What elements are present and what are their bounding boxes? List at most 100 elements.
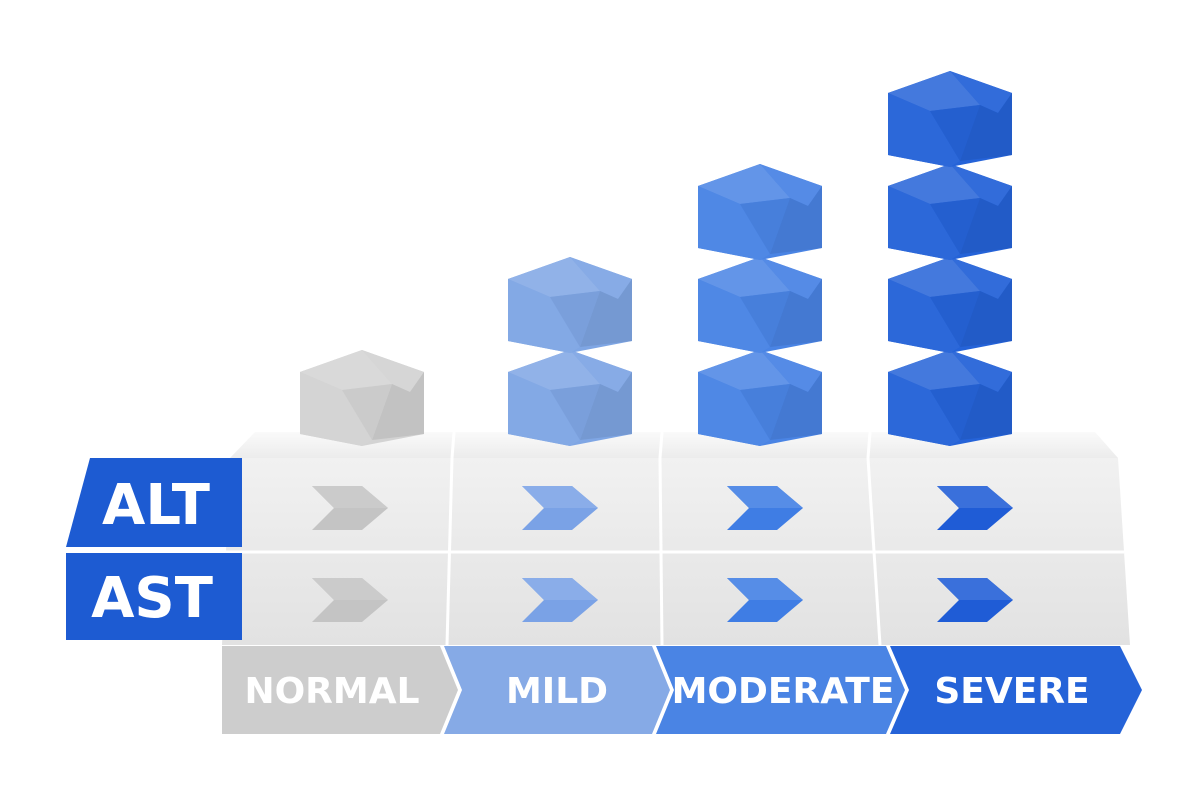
- level-arrow-mild-label: MILD: [506, 671, 608, 712]
- block-severe-4: [888, 71, 1012, 167]
- chevron-ast-normal: [312, 578, 388, 622]
- level-arrow-normal-shape: [222, 646, 458, 734]
- block-facet-center: [740, 384, 790, 440]
- block-facet-top-left: [888, 350, 980, 390]
- column-divider-top-1: [450, 431, 456, 459]
- block-facet-right: [770, 279, 822, 347]
- row-label-ast-bg: [66, 553, 242, 640]
- block-facet-center: [342, 384, 392, 440]
- block-facet-left: [508, 372, 580, 446]
- column-divider-2: [658, 457, 664, 646]
- block-facet-top-right: [570, 257, 632, 299]
- platform: [222, 431, 1130, 646]
- chevron-highlight: [522, 486, 598, 508]
- block-facet-top-left: [698, 350, 790, 390]
- row-labels: ALT AST: [66, 458, 242, 640]
- chevron-highlight: [937, 578, 1013, 600]
- block-facet-right: [580, 279, 632, 347]
- block-facet-left: [300, 372, 372, 446]
- block-facet-center: [550, 384, 600, 440]
- block-mild-1: [508, 350, 632, 446]
- column-divider-top-3: [866, 431, 872, 459]
- block-facet-top-left: [888, 71, 980, 111]
- block-facet-right: [960, 186, 1012, 254]
- level-arrow-severe-label: SEVERE: [934, 671, 1089, 712]
- level-arrow-moderate-label: MODERATE: [672, 671, 895, 712]
- block-facet-top-left: [300, 350, 392, 390]
- block-facet-right: [960, 93, 1012, 161]
- block-facet-top-right: [760, 350, 822, 392]
- stack-mild: [508, 257, 632, 446]
- block-facet-top-left: [888, 257, 980, 297]
- level-arrow-severe-shape: [890, 646, 1142, 734]
- block-facet-top-left: [698, 257, 790, 297]
- block-facet-center: [930, 105, 980, 161]
- block-facet-top-right: [950, 164, 1012, 206]
- row-label-alt-bg: [66, 458, 242, 547]
- chevron-ast-mild: [522, 578, 598, 622]
- chevron-alt-moderate: [727, 486, 803, 530]
- chevron-highlight: [312, 578, 388, 600]
- block-facet-left: [508, 279, 580, 353]
- chevron-highlight: [312, 486, 388, 508]
- block-severe-2: [888, 257, 1012, 353]
- chevron-highlight: [727, 486, 803, 508]
- block-facet-left: [698, 372, 770, 446]
- row-label-alt: ALT: [66, 458, 242, 547]
- row-label-alt-text: ALT: [102, 473, 210, 538]
- block-facet-right: [960, 372, 1012, 440]
- chevron-ast-moderate: [727, 578, 803, 622]
- block-facet-top-left: [508, 350, 600, 390]
- block-facet-right: [770, 186, 822, 254]
- stack-normal: [300, 350, 424, 446]
- block-facet-top-right: [760, 257, 822, 299]
- stack-moderate: [698, 164, 822, 446]
- block-facet-right: [372, 372, 424, 440]
- column-divider-1: [445, 457, 454, 646]
- block-mild-2: [508, 257, 632, 353]
- block-facet-top-right: [362, 350, 424, 392]
- block-facet-left: [888, 279, 960, 353]
- block-facet-left: [698, 279, 770, 353]
- block-stacks: [300, 71, 1012, 446]
- block-facet-right: [580, 372, 632, 440]
- block-facet-top-left: [888, 164, 980, 204]
- row-label-ast: AST: [66, 553, 242, 640]
- block-facet-right: [960, 279, 1012, 347]
- level-arrow-moderate: MODERATE: [656, 646, 905, 734]
- block-facet-top-right: [570, 350, 632, 392]
- block-facet-top-right: [950, 350, 1012, 392]
- block-facet-top-left: [508, 257, 600, 297]
- block-facet-top-right: [950, 71, 1012, 113]
- platform-column-dividers: [445, 431, 882, 646]
- block-facet-top-left: [698, 164, 790, 204]
- block-facet-center: [740, 291, 790, 347]
- row-label-ast-text: AST: [91, 566, 213, 631]
- block-facet-left: [888, 93, 960, 167]
- level-arrow-normal-label: NORMAL: [244, 671, 419, 712]
- block-normal-1: [300, 350, 424, 446]
- block-facet-right: [770, 372, 822, 440]
- block-facet-left: [888, 186, 960, 260]
- block-facet-center: [930, 198, 980, 254]
- level-arrow-moderate-shape: [656, 646, 905, 734]
- level-arrow-mild: MILD: [444, 646, 670, 734]
- level-arrow-mild-shape: [444, 646, 670, 734]
- block-facet-center: [930, 384, 980, 440]
- block-moderate-3: [698, 164, 822, 260]
- block-severe-3: [888, 164, 1012, 260]
- column-divider-3: [866, 457, 882, 646]
- chevron-alt-normal: [312, 486, 388, 530]
- block-facet-center: [550, 291, 600, 347]
- block-moderate-2: [698, 257, 822, 353]
- column-divider-top-2: [658, 431, 664, 459]
- block-facet-left: [888, 372, 960, 446]
- block-facet-top-right: [760, 164, 822, 206]
- block-moderate-1: [698, 350, 822, 446]
- level-arrow-severe: SEVERE: [890, 646, 1142, 734]
- stack-severe: [888, 71, 1012, 446]
- chevron-grid: [312, 486, 1013, 622]
- chevron-highlight: [727, 578, 803, 600]
- level-arrows: NORMAL MILD MODERATE SEVERE: [222, 646, 1142, 734]
